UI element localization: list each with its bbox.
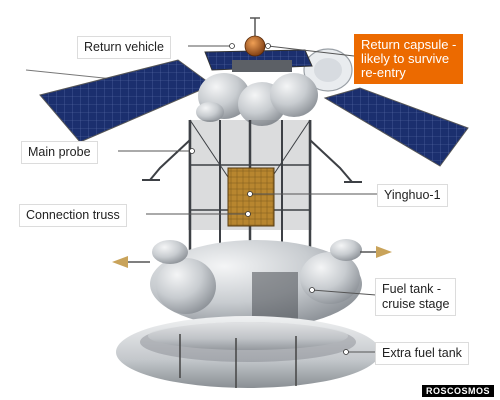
landing-legs <box>142 139 362 183</box>
label-return-capsule: Return capsule - likely to survive re-en… <box>354 34 464 84</box>
yinghuo-1-shape <box>227 167 275 227</box>
label-main-probe-text: Main probe <box>28 145 91 159</box>
label-connection-truss: Connection truss <box>20 205 126 226</box>
return-vehicle-platform <box>204 17 313 72</box>
label-return-capsule-line-2: likely to survive <box>361 51 450 66</box>
label-main-probe: Main probe <box>22 142 97 163</box>
leader-dots <box>189 43 349 355</box>
label-return-vehicle: Return vehicle <box>78 37 170 58</box>
label-fuel-tank-line-1: Fuel tank - <box>382 282 442 296</box>
fuel-tank-cruise-stage-shape <box>112 239 392 328</box>
label-extra-fuel-tank-text: Extra fuel tank <box>382 346 462 360</box>
credit-roscosmos: ROSCOSMOS <box>421 385 494 397</box>
label-return-capsule-line-1: Return capsule - <box>361 37 457 52</box>
label-extra-fuel-tank: Extra fuel tank <box>376 343 468 364</box>
label-yinghuo-1: Yinghuo-1 <box>378 185 447 206</box>
label-connection-truss-text: Connection truss <box>26 208 120 222</box>
upper-tanks <box>196 73 318 126</box>
leader-lines <box>118 45 378 353</box>
label-return-vehicle-text: Return vehicle <box>84 40 164 54</box>
solar-panel-left <box>25 59 213 143</box>
label-yinghuo-1-text: Yinghuo-1 <box>384 188 441 202</box>
solar-panel-right <box>323 87 469 167</box>
extra-fuel-tank-shape <box>116 316 380 388</box>
return-capsule-shape <box>244 35 266 57</box>
label-return-capsule-line-3: re-entry <box>361 65 406 80</box>
label-fuel-tank-cruise-stage: Fuel tank - cruise stage <box>376 279 456 315</box>
label-fuel-tank-line-2: cruise stage <box>382 297 450 311</box>
